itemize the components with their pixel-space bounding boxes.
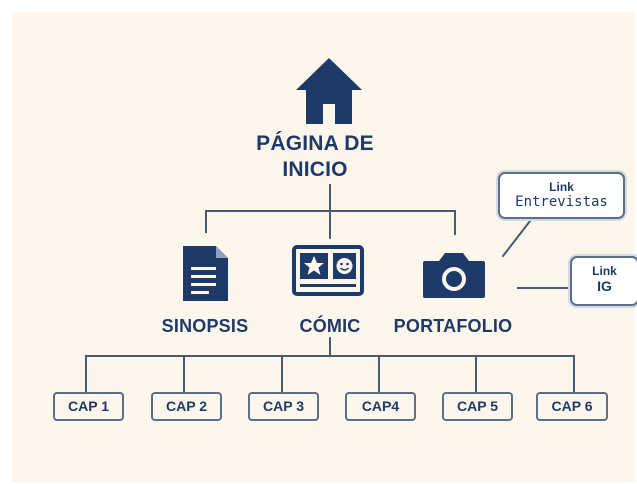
section-label-portafolio: PORTAFOLIO: [393, 316, 513, 336]
chapter-box-cap5[interactable]: CAP 5: [442, 392, 513, 421]
link-entrevistas-box[interactable]: Link Entrevistas: [498, 172, 625, 219]
link-ig-line1: Link: [592, 264, 617, 278]
home-label: PÁGINA DE INICIO: [230, 131, 400, 183]
link-ig-box[interactable]: Link IG: [570, 256, 637, 306]
house-icon: [296, 58, 362, 124]
link-entrevistas-line1: Link: [549, 180, 574, 194]
section-label-comic: CÓMIC: [299, 316, 361, 336]
camera-to-entrevistas-line: [501, 219, 532, 258]
link-ig-line2: IG: [597, 278, 612, 294]
comic-panel-icon: [292, 245, 364, 296]
chapter-box-cap1[interactable]: CAP 1: [53, 392, 124, 421]
home-label-line1: PÁGINA DE: [256, 132, 374, 155]
camera-icon: [423, 253, 485, 298]
document-icon: [183, 246, 228, 301]
section-label-sinopsis: SINOPSIS: [161, 316, 249, 336]
home-label-line2: INICIO: [282, 158, 348, 181]
chapter-box-cap6[interactable]: CAP 6: [536, 392, 608, 421]
chapter-box-cap3[interactable]: CAP 3: [248, 392, 319, 421]
link-entrevistas-line2: Entrevistas: [515, 194, 608, 210]
chapter-box-cap2[interactable]: CAP 2: [151, 392, 222, 421]
chapter-box-cap4[interactable]: CAP4: [345, 392, 416, 421]
